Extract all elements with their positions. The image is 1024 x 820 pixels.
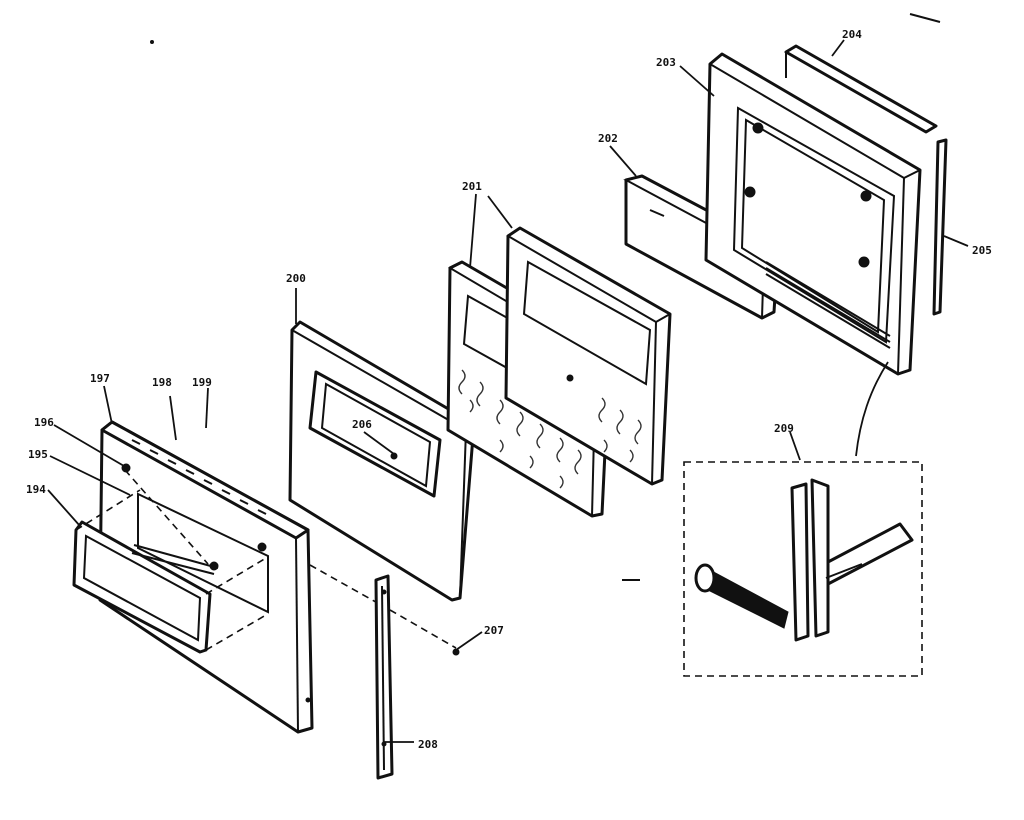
callout-206: 206 xyxy=(352,418,372,431)
liner-window-bracket xyxy=(308,370,442,498)
window-glass xyxy=(784,44,938,134)
callout-204: 204 xyxy=(842,28,862,41)
callout-208: 208 xyxy=(418,738,438,751)
callout-201: 201 xyxy=(462,180,482,193)
door-hinge-arm xyxy=(374,574,394,780)
callout-197: 197 xyxy=(90,372,110,385)
vent-slots xyxy=(131,439,267,515)
callout-200: 200 xyxy=(286,272,306,285)
callout-203: 203 xyxy=(656,56,676,69)
callout-202: 202 xyxy=(598,132,618,145)
callout-198: 198 xyxy=(152,376,172,389)
inner-door-liner xyxy=(288,320,476,602)
retainer-strip xyxy=(932,138,948,316)
hinge-detail-inset xyxy=(683,461,923,677)
callout-207: 207 xyxy=(484,624,504,637)
callout-196: 196 xyxy=(34,416,54,429)
door-window-opening xyxy=(137,492,269,614)
callout-209: 209 xyxy=(774,422,794,435)
callout-199: 199 xyxy=(192,376,212,389)
callout-194: 194 xyxy=(26,483,46,496)
door-fastener xyxy=(257,542,267,552)
insulation-panel-rear xyxy=(504,226,672,486)
handle-screws xyxy=(121,463,219,575)
callout-205: 205 xyxy=(972,244,992,257)
callout-195: 195 xyxy=(28,448,48,461)
door-frame xyxy=(704,52,922,376)
